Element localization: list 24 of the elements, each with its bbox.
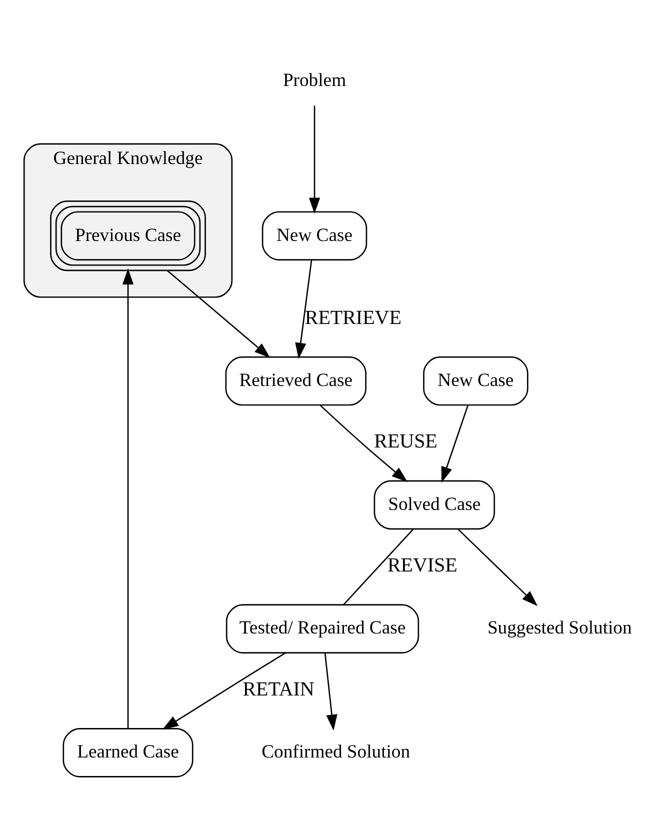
node-box: Solved Case xyxy=(374,480,496,530)
arrow xyxy=(458,528,538,606)
edge-label: REVISE xyxy=(387,554,458,577)
node-box: Tested/ Repaired Case xyxy=(226,604,420,654)
arrow xyxy=(308,106,320,214)
arrow xyxy=(122,268,134,729)
edge-label: RETRIEVE xyxy=(304,306,402,329)
node-box: New Case xyxy=(423,356,528,406)
node-box: New Case xyxy=(262,211,368,260)
node-text: Confirmed Solution xyxy=(262,742,410,763)
node-box: Previous Case xyxy=(50,200,206,272)
arrow xyxy=(324,652,338,731)
arrow xyxy=(320,404,408,482)
node-text: Suggested Solution xyxy=(487,618,632,639)
connector xyxy=(342,528,414,606)
arrow xyxy=(441,404,469,483)
edge-label: RETAIN xyxy=(242,678,314,700)
arrow xyxy=(166,270,270,358)
node-box: Learned Case xyxy=(62,728,194,778)
arrow xyxy=(295,260,312,359)
node-box: Retrieved Case xyxy=(225,356,366,406)
arrow xyxy=(162,652,286,730)
node-text: Problem xyxy=(282,70,346,92)
edge-label: REUSE xyxy=(374,430,438,453)
